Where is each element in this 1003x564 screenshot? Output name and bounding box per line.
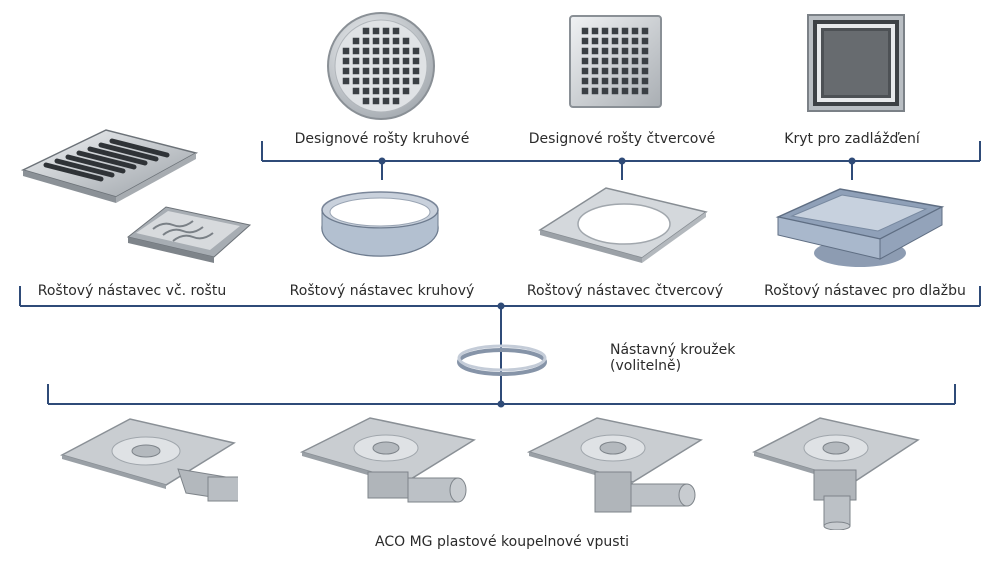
label-grate-attachment-with-grate: Roštový nástavec vč. roštu bbox=[37, 283, 227, 299]
label-extension-ring: Nástavný kroužek (volitelně) bbox=[610, 342, 735, 374]
label-square-grates: Designové rošty čtvercové bbox=[528, 131, 716, 147]
label-round-attachment: Roštový nástavec kruhový bbox=[289, 283, 475, 299]
label-square-attachment: Roštový nástavec čtvercový bbox=[526, 283, 724, 299]
tile-attachment-icon bbox=[774, 183, 946, 271]
label-tile-attachment: Roštový nástavec pro dlažbu bbox=[764, 283, 966, 299]
label-extension-ring-line2: (volitelně) bbox=[610, 358, 682, 374]
round-attachment-icon bbox=[318, 188, 443, 260]
tile-cover-icon bbox=[806, 13, 906, 113]
drain-body-1-icon bbox=[58, 413, 238, 515]
drain-body-4-icon bbox=[750, 412, 922, 530]
round-grate-icon bbox=[325, 10, 437, 122]
drain-body-2-icon bbox=[298, 412, 478, 517]
label-aco-drains: ACO MG plastové koupelnové vpusti bbox=[375, 534, 629, 550]
grate-attachment-with-grate-icon bbox=[18, 125, 258, 265]
square-grate-icon bbox=[568, 14, 663, 109]
label-extension-ring-line1: Nástavný kroužek bbox=[610, 342, 736, 358]
extension-ring-icon bbox=[456, 343, 548, 377]
label-tile-cover: Kryt pro zadlážďení bbox=[784, 131, 920, 147]
label-round-grates: Designové rošty kruhové bbox=[294, 131, 470, 147]
square-attachment-icon bbox=[538, 182, 708, 264]
drain-body-3-icon bbox=[525, 412, 705, 517]
